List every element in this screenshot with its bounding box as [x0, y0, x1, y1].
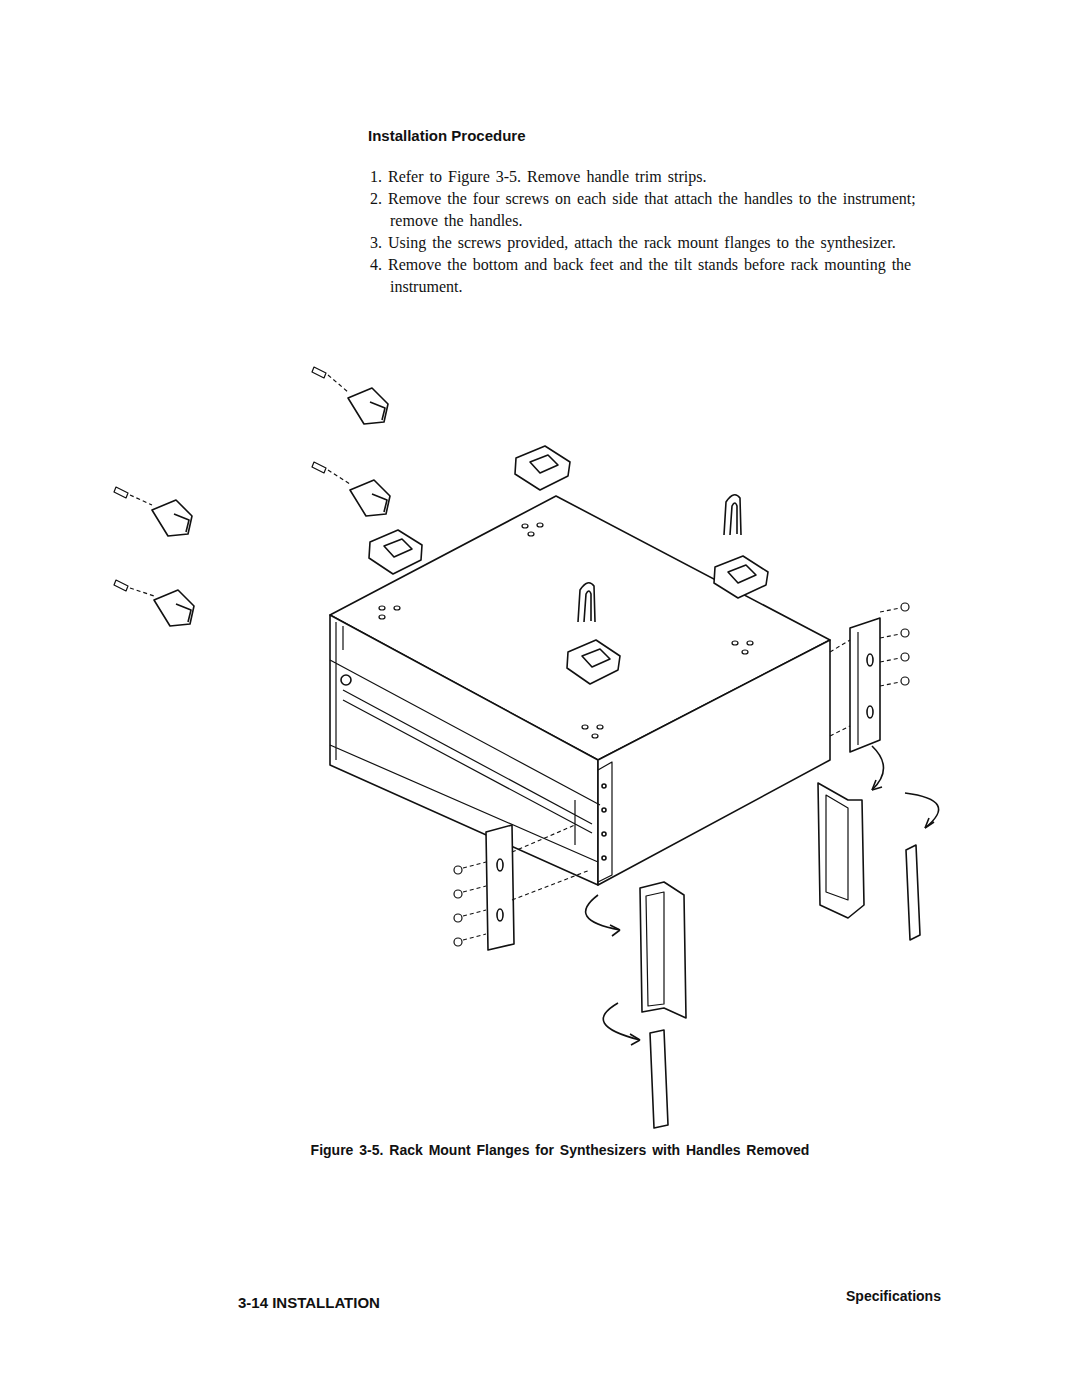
section-heading: Installation Procedure — [368, 127, 526, 144]
step-text: 3. Using the screws provided, attach the… — [370, 232, 956, 254]
step-text: 2. Remove the four screws on each side t… — [370, 188, 956, 232]
figure-caption: Figure 3-5. Rack Mount Flanges for Synth… — [140, 1142, 980, 1158]
step-text: 4. Remove the bottom and back feet and t… — [370, 254, 956, 298]
page-footer: Specifications — [846, 1288, 941, 1304]
step-text: 1. Refer to Figure 3-5. Remove handle tr… — [370, 166, 956, 188]
page-footer: 3-14 INSTALLATION — [238, 1294, 380, 1311]
